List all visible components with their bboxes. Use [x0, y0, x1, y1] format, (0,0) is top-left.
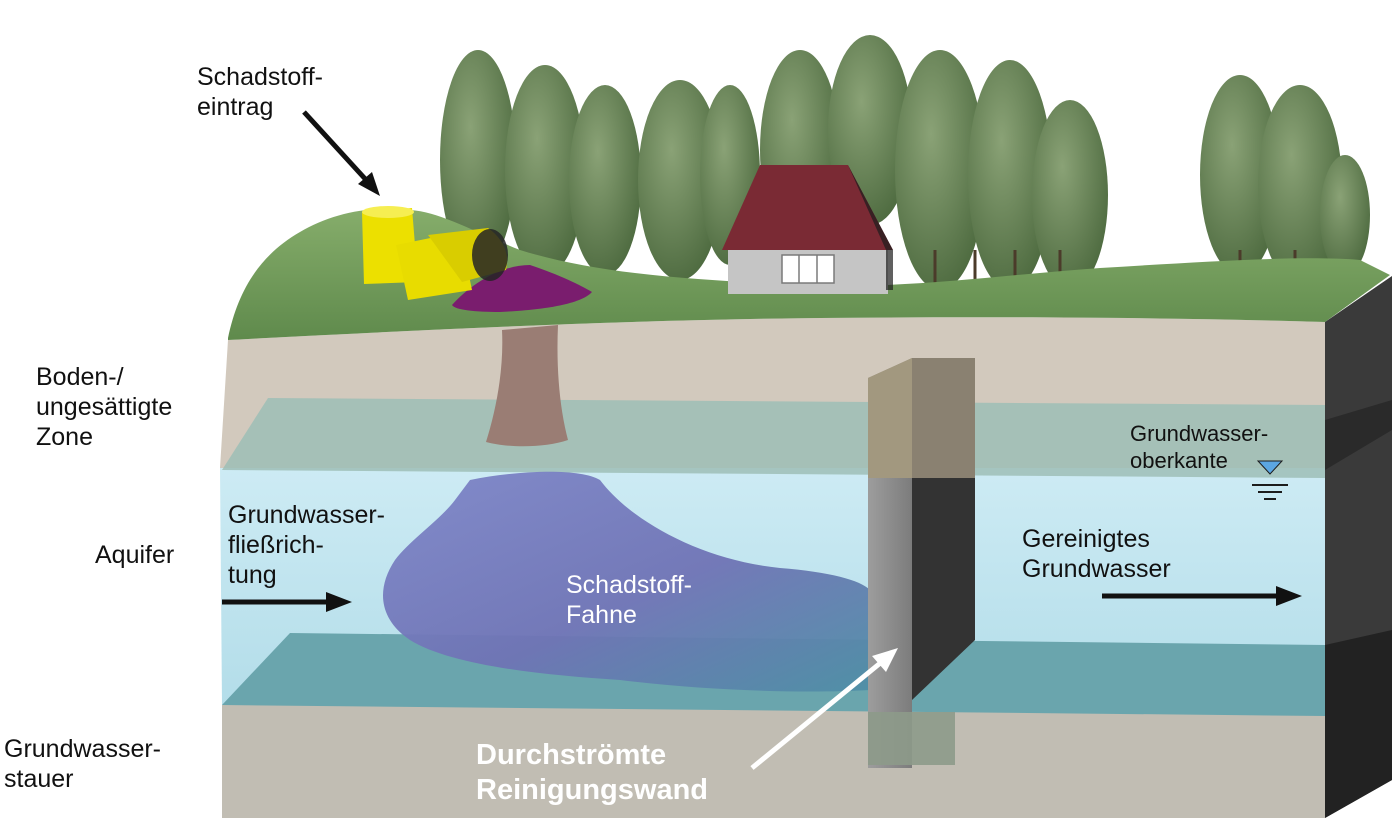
aquitard-layer	[222, 702, 1325, 818]
pollutant-plume	[383, 471, 870, 692]
cleaned-water-arrow	[1102, 586, 1302, 606]
tree-trunk	[486, 325, 568, 447]
pollutant-input-arrow	[302, 110, 380, 196]
barrier-pointer-arrow	[750, 648, 898, 770]
barrier-label: Durchströmte Reinigungswand	[476, 739, 708, 806]
pollutant-input-label: Schadstoff- eintrag	[197, 63, 324, 121]
flow-direction-label: Grundwasser- fließrich- tung	[228, 501, 385, 589]
water-table-symbol	[1252, 460, 1288, 500]
water-table-label: Grundwasser- oberkante	[1130, 421, 1269, 473]
aquifer-label: Aquifer	[95, 541, 175, 569]
reactive-barrier-wall	[868, 358, 975, 768]
aquitard-label: Grundwasser- stauer	[4, 735, 161, 793]
flow-direction-arrow	[222, 592, 352, 612]
waste-pile	[452, 265, 592, 312]
soil-zone-label: Boden-/ ungesättigte Zone	[36, 363, 173, 451]
house	[722, 165, 893, 294]
waste-containers	[362, 206, 508, 300]
plume-label: Schadstoff- Fahne	[566, 571, 693, 629]
cleaned-water-label: Gereinigtes Grundwasser	[1022, 525, 1171, 583]
